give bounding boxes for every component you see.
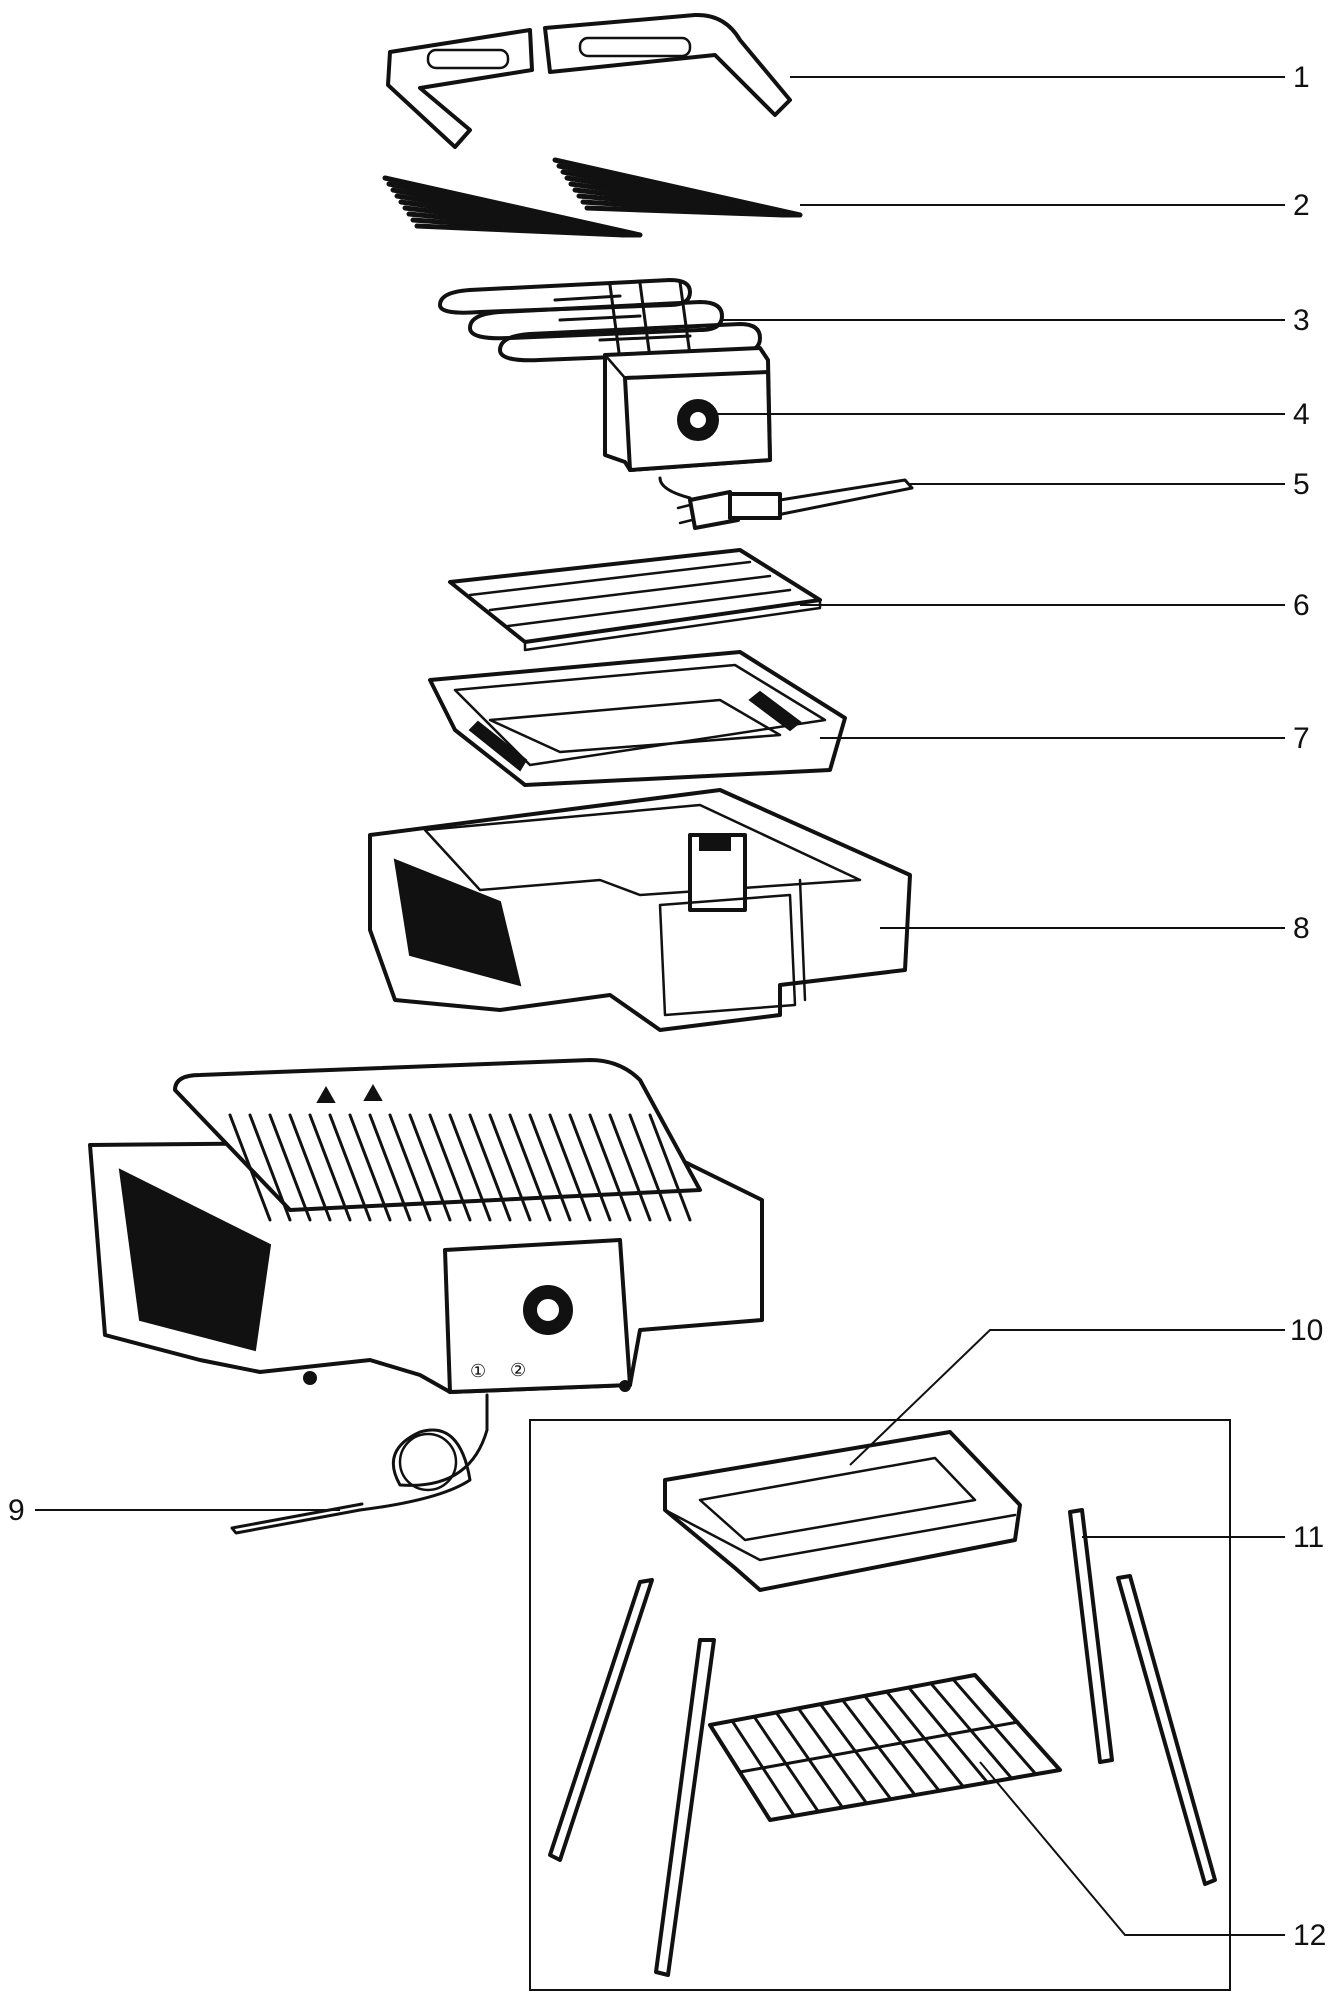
callout-number-6: 6 (1293, 589, 1310, 622)
part-10-side-tray (663, 1430, 1022, 1592)
part-8-base-housing (368, 788, 912, 1032)
leader-line-12 (979, 1761, 1285, 1936)
callout-number-11: 11 (1293, 1521, 1324, 1554)
control-marker-2: ② (510, 1360, 526, 1380)
part-4-control-unit (603, 346, 772, 472)
part-11-legs (548, 1508, 1217, 1977)
part-9-meat-probe (230, 1393, 489, 1535)
assembled-grate-lines (228, 1113, 692, 1222)
callout-number-9: 9 (8, 1494, 25, 1527)
part-5-probe-plug (658, 476, 914, 530)
callout-number-8: 8 (1293, 912, 1310, 945)
part-2-grill-grates (382, 157, 803, 238)
control-marker-1: ① (470, 1361, 486, 1381)
callout-number-7: 7 (1293, 722, 1310, 755)
callout-leaders (35, 76, 1285, 1936)
part-12-lower-rack (708, 1673, 1062, 1822)
assembled-grill: ① ② (88, 1058, 764, 1394)
part-1-handles (386, 12, 792, 149)
callout-number-4: 4 (1293, 398, 1310, 431)
part-6-drip-plate (448, 548, 822, 652)
callout-number-10: 10 (1290, 1314, 1323, 1347)
callout-number-1: 1 (1293, 61, 1310, 94)
leader-line-10 (849, 1329, 1285, 1466)
callout-number-2: 2 (1293, 189, 1310, 222)
callout-number-3: 3 (1293, 304, 1310, 337)
stand-accessory-frame (529, 1419, 1231, 1991)
part-7-drip-tray (428, 650, 847, 787)
callout-number-5: 5 (1293, 468, 1310, 501)
callout-number-12: 12 (1293, 1919, 1326, 1952)
part-3-heating-element (438, 278, 762, 363)
